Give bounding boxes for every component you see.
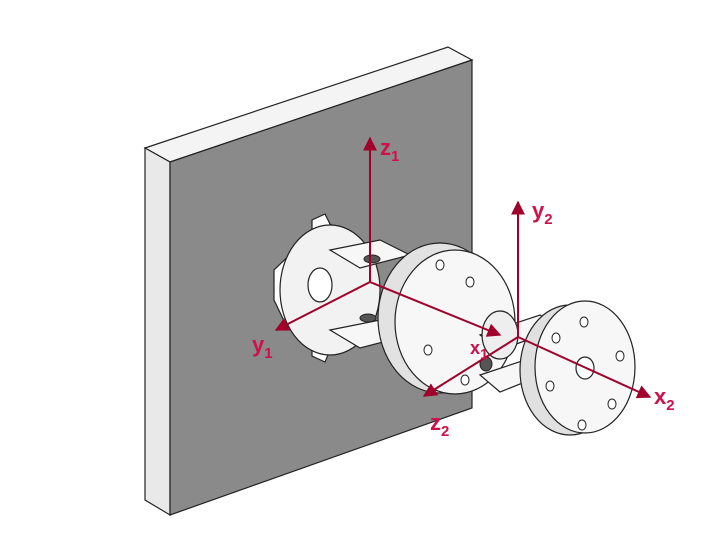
y1-axis xyxy=(274,281,371,331)
z1-label: z1 xyxy=(380,135,399,165)
wall-side-face xyxy=(144,146,171,517)
wall-mount-opening xyxy=(273,213,381,363)
x2-axis xyxy=(517,336,652,399)
x1-axis xyxy=(369,281,502,337)
y2-label: y2 xyxy=(532,198,553,228)
z2-axis xyxy=(422,336,519,397)
x2-label: x2 xyxy=(654,384,675,414)
x1-label: x1 xyxy=(470,338,488,363)
frame1-axes xyxy=(274,136,502,337)
y1-label: y1 xyxy=(252,332,273,362)
output-flange xyxy=(519,300,636,436)
z2-label: z2 xyxy=(430,410,449,440)
frame2-axes xyxy=(422,200,652,399)
